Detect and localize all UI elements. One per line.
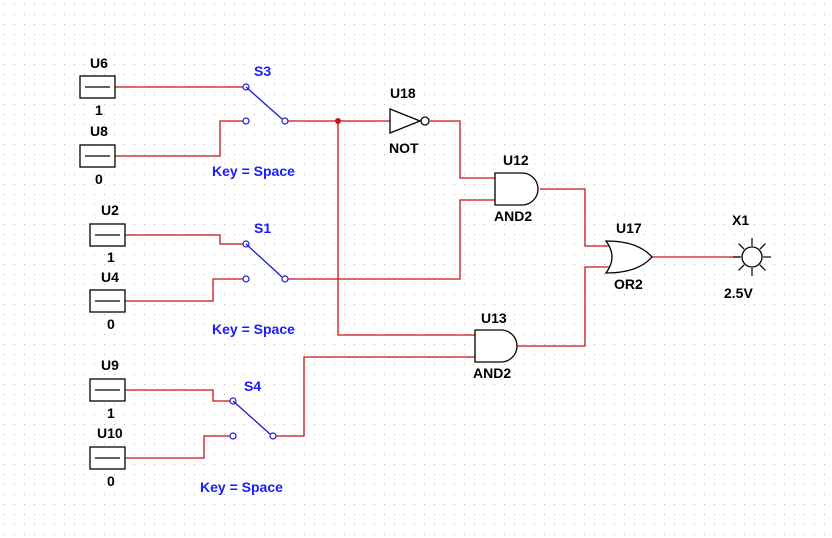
switch-s3-contact-bottom xyxy=(242,117,250,125)
gate-u13-and[interactable]: U13 AND2 xyxy=(473,310,518,381)
source-u8-value: 0 xyxy=(95,171,103,187)
gate-u12-ref: U12 xyxy=(503,152,529,168)
source-u10-ref: U10 xyxy=(97,425,123,441)
gate-u13-ref: U13 xyxy=(481,310,507,326)
source-u4-value: 0 xyxy=(107,316,115,332)
gate-u12-type: AND2 xyxy=(494,208,532,224)
lamp-x1-value: 2.5V xyxy=(724,285,753,301)
switch-s3-pivot xyxy=(281,117,289,125)
wire-junction-dot xyxy=(335,118,341,124)
switch-s4-ref: S4 xyxy=(244,378,261,394)
wire-junction-u13 xyxy=(337,121,475,336)
gate-u13-type: AND2 xyxy=(473,365,511,381)
wire-u10-s4 xyxy=(125,435,230,459)
source-u10[interactable]: U10 0 xyxy=(89,425,126,489)
source-u8-ref: U8 xyxy=(90,123,108,139)
lamp-x1-ref: X1 xyxy=(732,212,749,228)
gate-u18-not[interactable]: U18 NOT xyxy=(389,85,430,156)
gate-u17-type: OR2 xyxy=(614,276,643,292)
lamp-ray xyxy=(738,243,745,250)
lamp-x1-rays xyxy=(733,238,771,276)
gate-u18-body[interactable] xyxy=(389,108,422,134)
wire-u8-s3 xyxy=(115,120,243,157)
wire-u4-s1 xyxy=(125,278,243,302)
source-u2-value: 1 xyxy=(107,249,115,265)
lamp-x1-bulb-icon[interactable] xyxy=(741,246,763,268)
source-u6-ref: U6 xyxy=(90,55,108,71)
gate-u12-body[interactable] xyxy=(494,172,539,206)
switch-s3[interactable]: S3 Key = Space xyxy=(212,63,295,179)
switch-s1-blade[interactable] xyxy=(245,243,283,278)
grid xyxy=(4,4,825,535)
lamp-ray xyxy=(738,264,745,271)
switch-s4-key: Key = Space xyxy=(200,479,283,495)
wire-u13-u17 xyxy=(517,266,610,347)
gate-u12-and[interactable]: U12 AND2 xyxy=(494,152,539,224)
switch-s1-ref: S1 xyxy=(254,220,271,236)
wire-s1-u12 xyxy=(288,199,495,280)
source-u9-ref: U9 xyxy=(101,357,119,373)
source-u4-ref: U4 xyxy=(101,269,119,285)
wires xyxy=(115,86,740,459)
source-u8[interactable]: U8 0 xyxy=(79,123,116,187)
gate-u18-type: NOT xyxy=(389,140,419,156)
gate-u18-bubble xyxy=(420,116,430,126)
switch-s4[interactable]: S4 Key = Space xyxy=(200,378,283,495)
switch-s3-blade[interactable] xyxy=(245,86,283,120)
gate-u17-or[interactable]: U17 OR2 xyxy=(604,220,653,292)
source-u2[interactable]: U2 1 xyxy=(89,202,126,265)
wire-u12-u17 xyxy=(540,188,610,247)
wire-s4-u13 xyxy=(276,356,475,437)
source-u2-ref: U2 xyxy=(101,202,119,218)
switch-s4-pivot xyxy=(269,432,277,440)
source-u6-value: 1 xyxy=(95,102,103,118)
switch-s1-key: Key = Space xyxy=(212,321,295,337)
lamp-ray xyxy=(759,243,766,250)
switch-s4-blade[interactable] xyxy=(232,400,271,435)
source-u9-value: 1 xyxy=(107,405,115,421)
wire-u9-s4 xyxy=(125,389,230,402)
switch-s1[interactable]: S1 Key = Space xyxy=(212,220,295,337)
gate-u18-ref: U18 xyxy=(390,85,416,101)
lamp-ray xyxy=(759,264,766,271)
switch-s1-contact-bottom xyxy=(242,275,250,283)
gate-u13-body[interactable] xyxy=(474,329,518,363)
switch-s3-key: Key = Space xyxy=(212,163,295,179)
wire-u18-u12 xyxy=(430,120,495,179)
source-u9[interactable]: U9 1 xyxy=(89,357,126,421)
wire-u2-s1 xyxy=(125,234,243,245)
gate-u17-ref: U17 xyxy=(616,220,642,236)
gate-u17-body[interactable] xyxy=(604,240,653,274)
source-u6[interactable]: U6 1 xyxy=(79,55,116,118)
source-u10-value: 0 xyxy=(107,473,115,489)
switch-s3-ref: S3 xyxy=(254,63,271,79)
switch-s1-pivot xyxy=(281,275,289,283)
source-u4[interactable]: U4 0 xyxy=(89,269,126,332)
lamp-x1[interactable]: X1 2.5V xyxy=(724,212,771,301)
switch-s4-contact-bottom xyxy=(229,432,237,440)
